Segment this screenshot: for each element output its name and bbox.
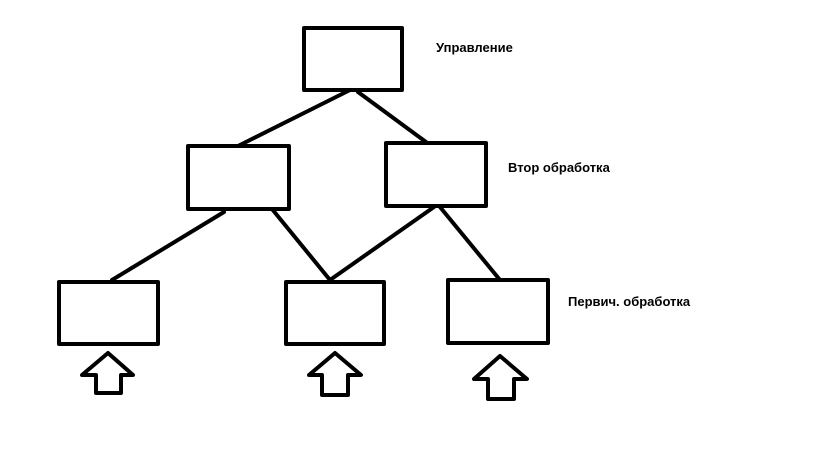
edge-top-to-mid-left <box>236 88 352 148</box>
box-primary-left <box>57 280 160 346</box>
edge-top-to-mid-right <box>356 90 428 144</box>
level-label-primary-processing: Первич. обработка <box>568 294 691 309</box>
box-primary-center <box>284 280 386 346</box>
up-arrow-icon <box>472 354 529 401</box>
edge-mid-right-to-bot-center <box>328 205 436 282</box>
level-label-management: Управление <box>436 40 513 55</box>
box-secondary-right <box>384 141 488 208</box>
box-primary-right <box>446 278 550 345</box>
level-label-secondary-processing: Втор обработка <box>508 160 610 175</box>
edge-mid-left-to-bot-center <box>270 207 332 282</box>
edge-mid-left-to-bot-left <box>110 210 226 282</box>
box-secondary-left <box>186 144 291 211</box>
up-arrow-icon <box>307 351 363 397</box>
box-management <box>302 26 404 92</box>
edge-mid-right-to-bot-right <box>438 205 502 282</box>
up-arrow-icon <box>80 351 135 395</box>
